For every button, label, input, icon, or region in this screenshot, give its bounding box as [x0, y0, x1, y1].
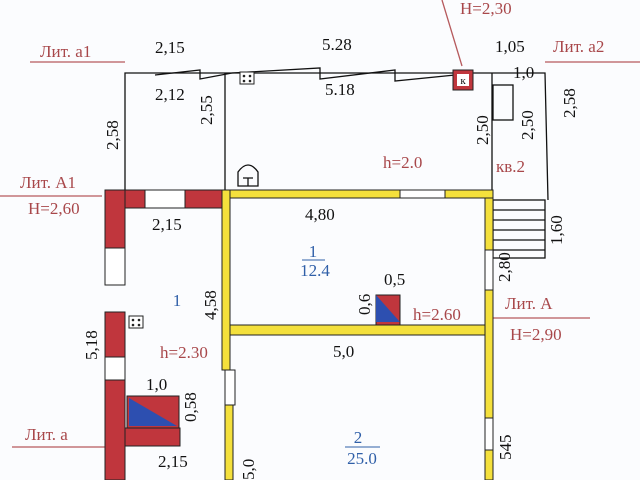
room-number: 1	[173, 291, 182, 310]
dim-label: 2,50	[473, 115, 492, 145]
stove-icon	[375, 294, 401, 326]
room-area: 25.0	[347, 449, 377, 468]
dim-label: 1,05	[495, 37, 525, 56]
lit-A-label: Лит. А	[505, 294, 553, 313]
stairs	[492, 199, 546, 259]
boiler-k-icon: к	[452, 69, 474, 91]
height-label: h=2.0	[383, 153, 422, 172]
dim-label: 2,58	[560, 88, 579, 118]
brick-windows	[104, 189, 186, 381]
annex-outline	[124, 67, 549, 201]
h-top-leader	[441, 0, 463, 67]
H-A-label: Н=2,90	[510, 325, 562, 344]
dim-label: 2,15	[152, 215, 182, 234]
toilet-icon	[237, 164, 259, 187]
lit-A1-label: Лит. А1	[20, 173, 76, 192]
dim-label: 1,0	[146, 375, 167, 394]
dim-label: 5,0	[239, 459, 258, 480]
dim-label: 545	[496, 435, 515, 461]
lit-a-label: Лит. а	[25, 425, 68, 444]
dim-label: 2,15	[155, 38, 185, 57]
dim-label: 0,58	[181, 392, 200, 422]
h-top-label: Н=2,30	[460, 0, 512, 18]
H-A1-label: Н=2,60	[28, 199, 80, 218]
dim-label: 5,0	[333, 342, 354, 361]
dim-label: 0,5	[384, 270, 405, 289]
sink-icon	[239, 71, 255, 85]
dim-label: 2,50	[518, 110, 537, 140]
dim-label: 2,55	[197, 95, 216, 125]
lit-a2-label: Лит. а2	[553, 37, 604, 56]
wood-windows	[224, 189, 494, 451]
boiler-label: к	[460, 75, 466, 87]
dim-label: 1,60	[547, 215, 566, 245]
dim-label: 2,80	[495, 252, 514, 282]
dim-label: 0,6	[355, 294, 374, 315]
room-area: 12.4	[300, 261, 330, 280]
sink-icon	[128, 315, 144, 329]
dim-label: 5,18	[82, 330, 101, 360]
height-label: h=2.30	[160, 343, 208, 362]
room-number: 2	[354, 428, 363, 447]
dim-label: 5.18	[325, 80, 355, 99]
lit-a1-label: Лит. а1	[40, 42, 91, 61]
dim-label: 5.28	[322, 35, 352, 54]
room-number: 1	[309, 242, 318, 261]
height-label: h=2.60	[413, 305, 461, 324]
kv-label: кв.2	[496, 157, 525, 176]
dim-label: 2,58	[103, 120, 122, 150]
dim-label: 2,12	[155, 85, 185, 104]
dim-label: 4,58	[201, 290, 220, 320]
dim-label: 2,15	[158, 452, 188, 471]
dim-label: 1,0	[513, 63, 534, 82]
dim-label: 4,80	[305, 205, 335, 224]
stove-icon	[126, 395, 180, 429]
